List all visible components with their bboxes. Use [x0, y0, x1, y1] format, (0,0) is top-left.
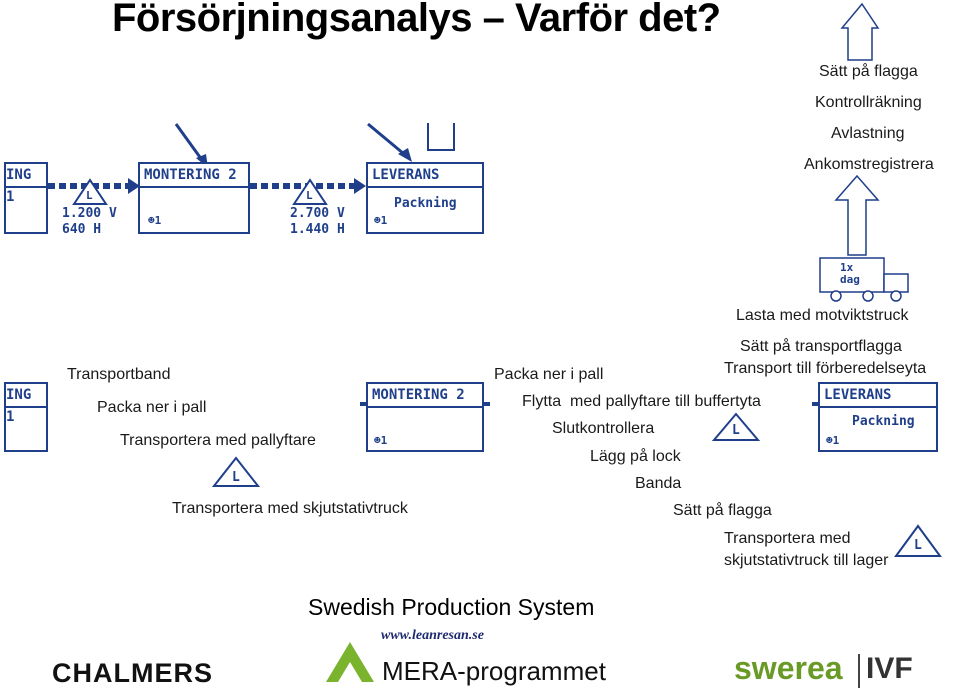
- label-transportera-line1: Transportera med: [724, 530, 851, 547]
- step-ankomstregistrera: Ankomstregistrera: [804, 156, 934, 173]
- process-title: LEVERANS: [368, 164, 482, 188]
- process-box-montering2: MONTERING 2: [138, 162, 250, 234]
- label-satt-transportflagga: Sätt på transportflagga: [740, 338, 902, 355]
- step-kontrollrakning: Kontrollräkning: [815, 94, 922, 111]
- process-box-lower-leverans: LEVERANS Packning ☻1: [818, 382, 938, 452]
- label-slutkontrollera: Slutkontrollera: [552, 420, 655, 437]
- triangle-letter: L: [86, 189, 93, 202]
- triangle-letter: L: [232, 470, 240, 485]
- label-transport-till: Transport till förberedelseyta: [724, 360, 927, 377]
- inventory-value: 2.700 V: [290, 206, 345, 221]
- process-box-ing1: ING 1: [4, 162, 48, 234]
- inventory-triangle-lower-2: [711, 412, 761, 441]
- inventory-value: 1.440 H: [290, 222, 345, 237]
- label-transportband: Transportband: [67, 366, 171, 383]
- page-title: Försörjningsanalys – Varför det?: [112, 0, 721, 40]
- operator-icon: ☻1: [148, 214, 162, 227]
- label-banda: Banda: [635, 475, 682, 492]
- inventory-triangle-1: [72, 178, 108, 205]
- process-subtitle: Packning: [394, 196, 457, 211]
- label-satt-pa-flagga-lower: Sätt på flagga: [673, 502, 772, 519]
- triangle-letter: L: [732, 423, 740, 438]
- label-transportera-pall: Transportera med pallyftare: [120, 432, 316, 449]
- sps-title: Swedish Production System: [308, 594, 595, 620]
- inventory-value: 640 H: [62, 222, 102, 237]
- inventory-triangle-2: [292, 178, 328, 205]
- truck-frequency: 1x dag: [840, 261, 860, 286]
- process-box-leverans: LEVERANS Packning: [366, 162, 484, 234]
- label-lasta: Lasta med motviktstruck: [736, 307, 909, 324]
- label-packa-right: Packa ner i pall: [494, 366, 604, 383]
- inventory-triangle-lower-1: [211, 456, 261, 487]
- process-title: MONTERING 2: [368, 384, 482, 408]
- swerea-logo: swerea: [734, 650, 843, 686]
- operator-icon: ☻1: [826, 434, 840, 447]
- inventory-triangle-lower-3: [894, 524, 942, 557]
- process-box-lower-montering2: MONTERING 2 ☻1: [366, 382, 484, 452]
- truck-icon: [819, 257, 909, 302]
- ivf-logo: IVF: [866, 652, 913, 685]
- mera-logo-text: MERA-programmet: [382, 656, 606, 686]
- chalmers-logo: CHALMERS: [52, 658, 213, 688]
- process-title: MONTERING 2: [140, 164, 248, 188]
- label-transportera-line2: skjutstativtruck till lager: [724, 552, 889, 569]
- label-lagg-pa-lock: Lägg på lock: [590, 448, 681, 465]
- info-arrow-2: [367, 122, 412, 162]
- inventory-value: 1.200 V: [62, 206, 117, 221]
- push-arrow-2: [250, 178, 366, 194]
- label-packa-left: Packa ner i pall: [97, 399, 207, 416]
- incoming-arrow: [834, 2, 880, 256]
- operator-icon: ☻1: [374, 214, 388, 227]
- triangle-letter: L: [914, 538, 922, 553]
- operator-icon: ☻1: [374, 434, 388, 447]
- document-icon: [427, 123, 455, 151]
- mera-logo-icon: [326, 642, 374, 682]
- leanresan-url: www.leanresan.se: [381, 628, 484, 643]
- process-subtitle: Packning: [852, 414, 915, 429]
- triangle-letter: L: [306, 189, 313, 202]
- swerea-divider: [858, 654, 860, 688]
- label-transportera-skjut: Transportera med skjutstativtruck: [172, 500, 408, 517]
- step-satt-pa-flagga: Sätt på flagga: [819, 63, 918, 80]
- step-avlastning: Avlastning: [831, 125, 905, 142]
- process-title: LEVERANS: [820, 384, 936, 408]
- process-box-lower-ing1: ING 1: [4, 382, 48, 452]
- label-flytta: Flytta med pallyftare till buffertyta: [522, 393, 761, 410]
